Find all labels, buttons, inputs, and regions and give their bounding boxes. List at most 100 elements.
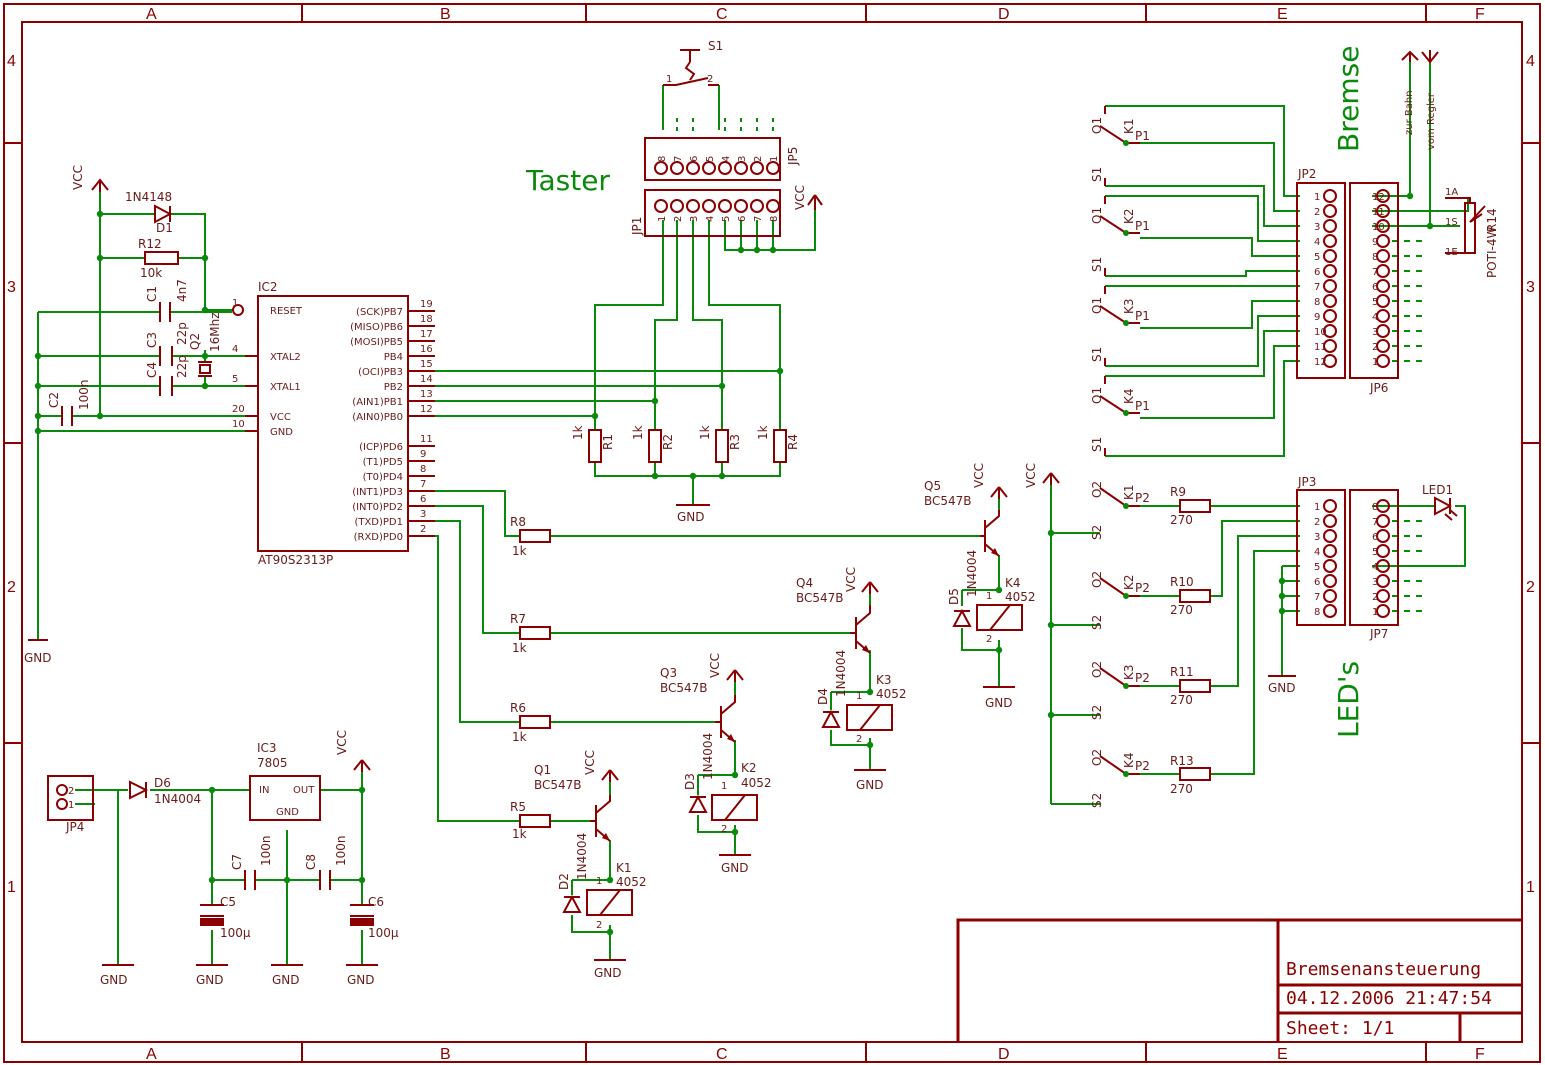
frame-col-bottom-F: F	[1475, 1046, 1485, 1063]
c2-value: 100n	[77, 379, 91, 410]
vcc-net-label-7: VCC	[972, 463, 986, 488]
ic2-pin-num-6: 6	[420, 494, 426, 505]
sheet-text: Sheet: 1/1	[1286, 1018, 1394, 1039]
led-contact-p: P2	[1135, 759, 1150, 773]
jp5-pin	[734, 161, 748, 175]
jp6-pin	[1376, 189, 1390, 203]
bremse-contact-k: K4	[1122, 388, 1136, 404]
led-contact-o: O2	[1090, 749, 1104, 766]
jp1-pin	[686, 199, 700, 213]
jp5-pin	[670, 161, 684, 175]
jp5-pin-num: 3	[737, 156, 748, 162]
bremse-contact-p: P1	[1135, 309, 1150, 323]
jp3-pin	[1323, 604, 1337, 618]
jp2-pin	[1323, 279, 1337, 293]
frame-row-right-2: 2	[1526, 579, 1535, 596]
c4-ref: C4	[145, 362, 159, 378]
jp7-pin	[1376, 499, 1390, 513]
jp1-pin-num: 7	[753, 216, 764, 222]
ic2-pin-num-14: 14	[420, 374, 433, 385]
jp3-pin-num: 4	[1314, 547, 1320, 558]
frame-row-right-4: 4	[1526, 53, 1535, 70]
frame-row-left-1: 1	[7, 879, 16, 896]
jp3-pin	[1323, 529, 1337, 543]
jp5-pin-num: 1	[769, 156, 780, 162]
k1-ref: K1	[616, 861, 632, 875]
jp6-pin	[1376, 294, 1390, 308]
relay-pin-1: 1	[986, 591, 992, 602]
r5-value: 1k	[512, 827, 527, 841]
wires	[37, 60, 1469, 965]
q3-ref: Q3	[660, 666, 677, 680]
k1-value: 4052	[616, 875, 647, 889]
jp1-pin-num: 3	[689, 216, 700, 222]
c4-value: 22p	[175, 355, 189, 378]
gnd-label-6: GND	[347, 973, 375, 987]
c5-ref: C5	[220, 895, 236, 909]
jp7-pin	[1376, 559, 1390, 573]
q1-ref: Q1	[534, 763, 551, 777]
ic3-ref: IC3	[257, 741, 277, 755]
ic2-pin-num-17: 17	[420, 329, 433, 340]
frame-col-bottom-D: D	[998, 1046, 1010, 1063]
jp1-pin	[750, 199, 764, 213]
c6-value: 100µ	[368, 926, 399, 940]
c8-value: 100n	[334, 835, 348, 866]
jp3-pin-num: 3	[1314, 532, 1320, 543]
r10-value: 270	[1170, 603, 1193, 617]
jp2-pin-num: 12	[1314, 357, 1327, 368]
ic2-ref: IC2	[258, 280, 278, 294]
bremse-contact-o: O1	[1090, 117, 1104, 134]
jp2-pin-num: 5	[1314, 252, 1320, 263]
jp7-pin-num: 6	[1372, 532, 1378, 543]
c5-value: 100µ	[220, 926, 251, 940]
zur-bahn-label: zur Bahn	[1404, 90, 1415, 135]
r1-value: 1k	[571, 425, 585, 440]
ic3-value: 7805	[257, 756, 288, 770]
jp2-pin	[1323, 264, 1337, 278]
jp7-pin	[1376, 604, 1390, 618]
d6-value: 1N4004	[154, 792, 201, 806]
gnd-label-2: GND	[677, 510, 705, 524]
jp2-pin	[1323, 219, 1337, 233]
k4-value: 4052	[1005, 590, 1036, 604]
ic2-pin-num-16: 16	[420, 344, 433, 355]
r3-value: 1k	[698, 425, 712, 440]
jp6-pin	[1376, 264, 1390, 278]
jp6-pin-num: 3	[1372, 327, 1378, 338]
q3-value: BC547B	[660, 681, 708, 695]
ic2-pin-name-15: (OCI)PB3	[358, 367, 403, 378]
c1-value: 4n7	[175, 279, 189, 302]
jp2-pin-num: 10	[1314, 327, 1327, 338]
ic2-pin-name-4: XTAL2	[270, 352, 301, 363]
bremse-contact-o: O1	[1090, 207, 1104, 224]
jp2-pin-num: 3	[1314, 222, 1320, 233]
title-block: Bremsenansteuerung 04.12.2006 21:47:54 S…	[956, 918, 1522, 1042]
gnd-label-4: GND	[196, 973, 224, 987]
ic2-pin-name-16: PB4	[384, 352, 403, 363]
jp1-pin	[766, 199, 780, 213]
jp2-pin	[1323, 249, 1337, 263]
bremse-contact-s: S1	[1090, 167, 1104, 182]
ic2-pin-name-6: (INT0)PD2	[352, 502, 403, 513]
jp6-pin-num: 12	[1372, 192, 1385, 203]
ic3-in: IN	[259, 785, 269, 796]
r13-ref: R13	[1170, 754, 1194, 768]
relay-pin-2: 2	[856, 734, 862, 745]
relay-pin-1: 1	[596, 876, 602, 887]
jp3-pin-num: 2	[1314, 517, 1320, 528]
r11-value: 270	[1170, 693, 1193, 707]
r8-value: 1k	[512, 544, 527, 558]
gnd-label-9: GND	[856, 778, 884, 792]
s1-ref: S1	[708, 39, 723, 53]
leds-label: LED's	[1332, 661, 1365, 738]
q4-ref: Q4	[796, 576, 813, 590]
jp1-pin-num: 8	[769, 216, 780, 222]
jp6-pin-num: 5	[1372, 297, 1378, 308]
ic2-pin-name-17: (MOSI)PB5	[350, 337, 403, 348]
r13-value: 270	[1170, 782, 1193, 796]
ic2-pin-num-10: 10	[232, 419, 245, 430]
jp7-pin	[1376, 574, 1390, 588]
jp7-pin-num: 8	[1372, 502, 1378, 513]
frame-col-top-F: F	[1475, 6, 1485, 23]
